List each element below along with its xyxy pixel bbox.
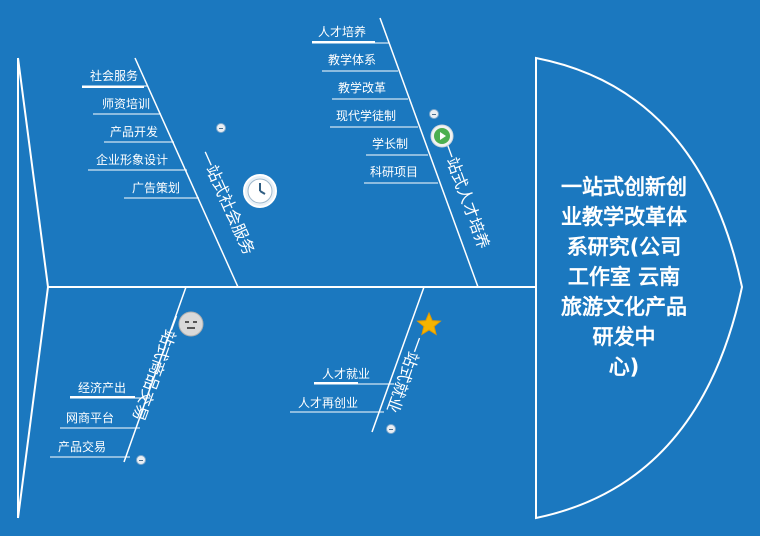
leaf-product-development[interactable]: 产品开发	[110, 125, 159, 139]
head-outline	[535, 56, 744, 520]
collapse-talent-button[interactable]	[429, 109, 439, 119]
leaf-teaching-system[interactable]: 教学体系	[328, 53, 377, 67]
tail-lines	[17, 57, 50, 519]
leaf-teaching-reform[interactable]: 教学改革	[338, 81, 387, 95]
leaf-economic-output[interactable]: 经济产出	[78, 381, 127, 395]
clock-icon	[243, 174, 277, 208]
leaf-senior-mentor-system[interactable]: 学长制	[372, 137, 409, 151]
leaf-modern-apprenticeship[interactable]: 现代学徒制	[336, 109, 397, 123]
leaf-talent-cultivation[interactable]: 人才培养	[318, 25, 367, 39]
leaf-advertising-planning[interactable]: 广告策划	[132, 181, 181, 195]
leaf-research-project[interactable]: 科研项目	[370, 165, 419, 179]
leaf-social-service[interactable]: 社会服务	[90, 69, 139, 83]
bone-commerce	[123, 286, 187, 463]
collapse-commerce-button[interactable]	[136, 455, 146, 465]
star-icon	[416, 311, 442, 336]
sleepy-face-icon	[178, 311, 204, 337]
fishbone-head-title: 一站式创新创 业教学改革体 系研究(公司 工作室 云南 旅游文化产品 研发中 心…	[561, 175, 687, 379]
bone-talent	[379, 17, 479, 288]
leaf-online-store-platform[interactable]: 网商平台	[66, 411, 115, 425]
bone-social	[134, 57, 239, 288]
bone-employment	[371, 286, 425, 433]
play-icon	[430, 124, 454, 148]
leaf-corporate-image-design[interactable]: 企业形象设计	[96, 153, 169, 167]
collapse-employment-button[interactable]	[386, 424, 396, 434]
leaf-teacher-training[interactable]: 师资培训	[102, 97, 151, 111]
leaf-talent-employment[interactable]: 人才就业	[322, 367, 371, 381]
collapse-social-button[interactable]	[216, 123, 226, 133]
leaf-talent-re-entrepreneurship[interactable]: 人才再创业	[298, 396, 359, 410]
leaf-product-trading[interactable]: 产品交易	[58, 440, 107, 454]
